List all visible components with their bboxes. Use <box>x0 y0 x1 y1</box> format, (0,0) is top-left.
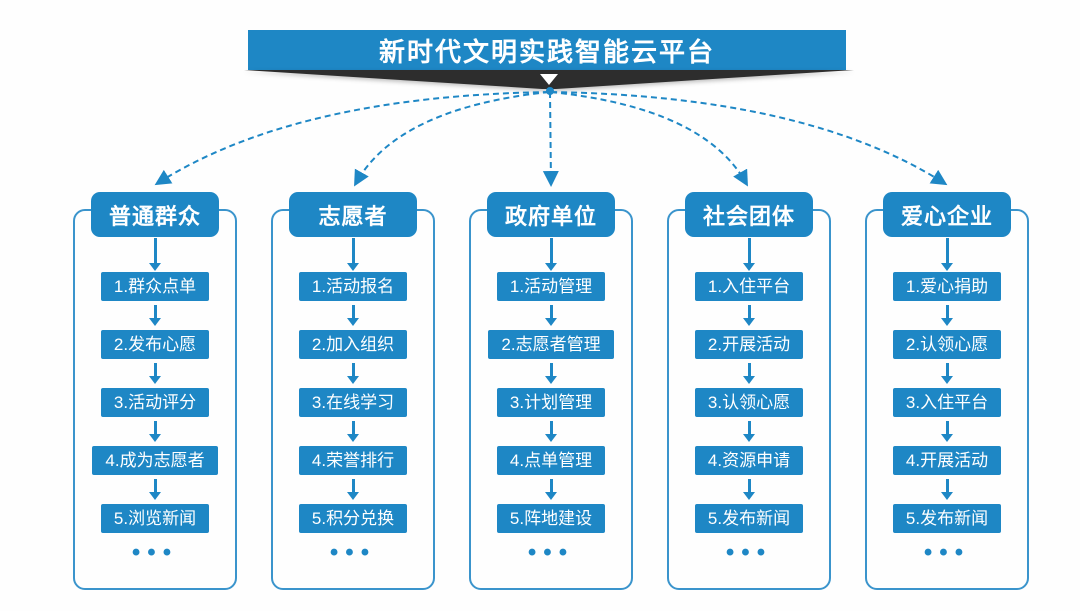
column-header: 爱心企业 <box>883 192 1011 237</box>
dashed-connector-col5 <box>550 91 948 186</box>
dashed-connector-col1 <box>154 91 550 186</box>
flow-step: 1.群众点单 <box>100 272 210 301</box>
down-arrow-icon <box>941 479 953 500</box>
flow-step: 3.入住平台 <box>892 388 1002 417</box>
down-arrow-icon <box>347 363 359 384</box>
down-arrow-icon <box>347 238 359 271</box>
column-header: 志愿者 <box>289 192 417 237</box>
column-flow: 1.入住平台 2.开展活动 3.认领心愿 4.资源申请 5.发布新闻 ••• <box>667 237 831 566</box>
flow-step: 3.计划管理 <box>496 388 606 417</box>
flow-step: 2.认领心愿 <box>892 330 1002 359</box>
platform-banner: 新时代文明实践智能云平台 <box>248 30 846 70</box>
ellipsis-dots: ••• <box>527 539 575 566</box>
ellipsis-dots: ••• <box>923 539 971 566</box>
down-arrow-icon <box>941 305 953 326</box>
down-arrow-icon <box>743 305 755 326</box>
down-arrow-icon <box>540 74 558 85</box>
column-header: 政府单位 <box>487 192 615 237</box>
down-arrow-icon <box>545 238 557 271</box>
flow-step: 2.发布心愿 <box>100 330 210 359</box>
down-arrow-icon <box>149 479 161 500</box>
flow-step: 4.荣誉排行 <box>298 446 408 475</box>
ellipsis-dots: ••• <box>329 539 377 566</box>
down-arrow-icon <box>149 238 161 271</box>
down-arrow-icon <box>743 363 755 384</box>
flow-step: 5.发布新闻 <box>892 504 1002 533</box>
column-social-groups: 社会团体 1.入住平台 2.开展活动 3.认领心愿 4.资源申请 5.发布新闻 … <box>667 192 831 590</box>
flow-step: 3.认领心愿 <box>694 388 804 417</box>
column-flow: 1.爱心捐助 2.认领心愿 3.入住平台 4.开展活动 5.发布新闻 ••• <box>865 237 1029 566</box>
flow-step: 1.入住平台 <box>694 272 804 301</box>
flow-step: 3.活动评分 <box>100 388 210 417</box>
column-flow: 1.群众点单 2.发布心愿 3.活动评分 4.成为志愿者 5.浏览新闻 ••• <box>73 237 237 566</box>
down-arrow-icon <box>149 421 161 442</box>
dashed-connector-col2 <box>354 91 550 187</box>
down-arrow-icon <box>347 421 359 442</box>
down-arrow-icon <box>545 421 557 442</box>
down-arrow-icon <box>743 238 755 271</box>
down-arrow-icon <box>149 305 161 326</box>
column-government-units: 政府单位 1.活动管理 2.志愿者管理 3.计划管理 4.点单管理 5.阵地建设… <box>469 192 633 590</box>
flow-step: 4.点单管理 <box>496 446 606 475</box>
flow-step: 5.发布新闻 <box>694 504 804 533</box>
column-header: 社会团体 <box>685 192 813 237</box>
column-flow: 1.活动管理 2.志愿者管理 3.计划管理 4.点单管理 5.阵地建设 ••• <box>469 237 633 566</box>
down-arrow-icon <box>545 363 557 384</box>
flow-step: 1.活动报名 <box>298 272 408 301</box>
flow-step: 3.在线学习 <box>298 388 408 417</box>
flow-step: 5.积分兑换 <box>298 504 408 533</box>
down-arrow-icon <box>149 363 161 384</box>
flow-step: 4.开展活动 <box>892 446 1002 475</box>
ellipsis-dots: ••• <box>725 539 773 566</box>
flow-step: 2.志愿者管理 <box>488 330 614 359</box>
flow-step: 2.开展活动 <box>694 330 804 359</box>
column-flow: 1.活动报名 2.加入组织 3.在线学习 4.荣誉排行 5.积分兑换 ••• <box>271 237 435 566</box>
column-volunteers: 志愿者 1.活动报名 2.加入组织 3.在线学习 4.荣誉排行 5.积分兑换 •… <box>271 192 435 590</box>
column-header: 普通群众 <box>91 192 219 237</box>
flow-step: 5.阵地建设 <box>496 504 606 533</box>
down-arrow-icon <box>941 238 953 271</box>
flow-step: 1.活动管理 <box>496 272 606 301</box>
down-arrow-icon <box>347 305 359 326</box>
down-arrow-icon <box>545 305 557 326</box>
down-arrow-icon <box>743 479 755 500</box>
flow-step: 4.资源申请 <box>694 446 804 475</box>
down-arrow-icon <box>347 479 359 500</box>
banner-ribbon <box>244 70 854 89</box>
down-arrow-icon <box>941 363 953 384</box>
dashed-connector-col3 <box>542 91 559 187</box>
flow-step: 2.加入组织 <box>298 330 408 359</box>
flow-step: 4.成为志愿者 <box>92 446 218 475</box>
dashed-connector-col4 <box>550 91 748 187</box>
flow-step: 1.爱心捐助 <box>892 272 1002 301</box>
down-arrow-icon <box>545 479 557 500</box>
column-ordinary-masses: 普通群众 1.群众点单 2.发布心愿 3.活动评分 4.成为志愿者 5.浏览新闻… <box>73 192 237 590</box>
ellipsis-dots: ••• <box>131 539 179 566</box>
platform-title: 新时代文明实践智能云平台 <box>378 36 715 67</box>
flow-step: 5.浏览新闻 <box>100 504 210 533</box>
down-arrow-icon <box>743 421 755 442</box>
column-caring-enterprises: 爱心企业 1.爱心捐助 2.认领心愿 3.入住平台 4.开展活动 5.发布新闻 … <box>865 192 1029 590</box>
down-arrow-icon <box>941 421 953 442</box>
